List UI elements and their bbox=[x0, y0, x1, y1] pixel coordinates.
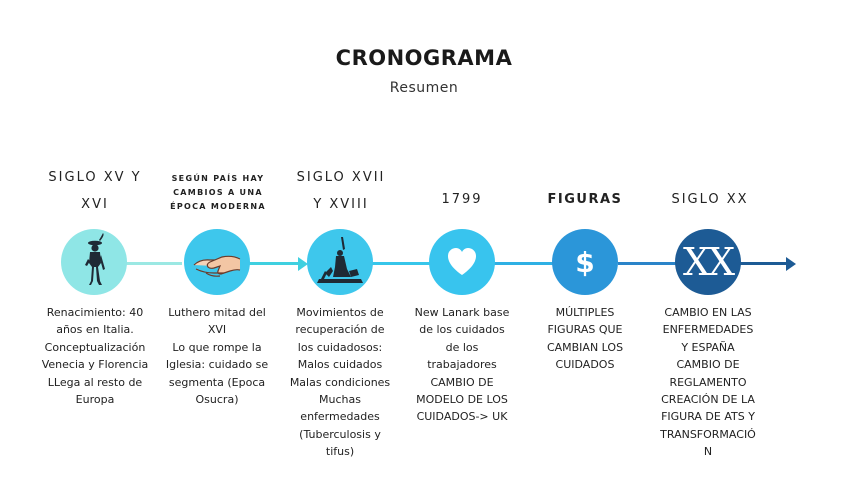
helping-hands-icon bbox=[193, 255, 241, 277]
event-3-description: Movimientos de recuperación de los cuida… bbox=[289, 306, 391, 459]
heart-icon bbox=[448, 248, 476, 275]
timeline-segment-4 bbox=[494, 262, 554, 265]
timeline-segment-1 bbox=[126, 262, 182, 265]
timeline-segment-6 bbox=[740, 262, 786, 265]
page-title: CRONOGRAMA bbox=[335, 46, 513, 70]
event-5-description: MÚLTIPLES FIGURAS QUE CAMBIAN LOS CUIDAD… bbox=[546, 306, 624, 372]
event-5-heading: FIGURAS bbox=[547, 192, 623, 207]
renaissance-figure-icon bbox=[85, 233, 105, 285]
timeline-segment-5 bbox=[618, 262, 676, 265]
event-4-heading: 1799 bbox=[441, 192, 483, 207]
timeline-segment-3 bbox=[372, 262, 430, 265]
event-6-description: CAMBIO EN LAS ENFERMEDADES Y ESPAÑA CAMB… bbox=[660, 306, 756, 459]
event-2-circle bbox=[184, 229, 250, 295]
event-1-circle bbox=[61, 229, 127, 295]
roman-numeral-xx-icon: XX bbox=[682, 240, 735, 284]
timeline-segment-2 bbox=[248, 262, 300, 265]
svg-text:$: $ bbox=[575, 246, 594, 279]
event-3-heading: SIGLO XVII Y XVIII bbox=[296, 170, 386, 212]
timeline-arrow-end-icon bbox=[786, 256, 796, 271]
timeline-arrow-mid-icon bbox=[298, 256, 308, 271]
event-1-heading: SIGLO XV Y XVI bbox=[48, 170, 142, 212]
event-3-circle bbox=[307, 229, 373, 295]
event-6-heading: SIGLO XX bbox=[671, 192, 749, 207]
event-6-circle: XX bbox=[675, 229, 741, 295]
revolution-statue-icon bbox=[317, 237, 363, 283]
event-2-description: Luthero mitad del XVI Lo que rompe la Ig… bbox=[165, 306, 269, 407]
page-subtitle: Resumen bbox=[389, 80, 459, 96]
event-1-description: Renacimiento: 40 años en Italia. Concept… bbox=[41, 306, 149, 407]
dollar-icon: $ bbox=[575, 246, 594, 279]
event-4-description: New Lanark base de los cuidados de los t… bbox=[414, 306, 510, 424]
event-2-heading: SEGÚN PAÍS HAY CAMBIOS A UNA ÉPOCA MODER… bbox=[170, 174, 266, 211]
event-4-circle bbox=[429, 229, 495, 295]
event-5-circle: $ bbox=[552, 229, 618, 295]
